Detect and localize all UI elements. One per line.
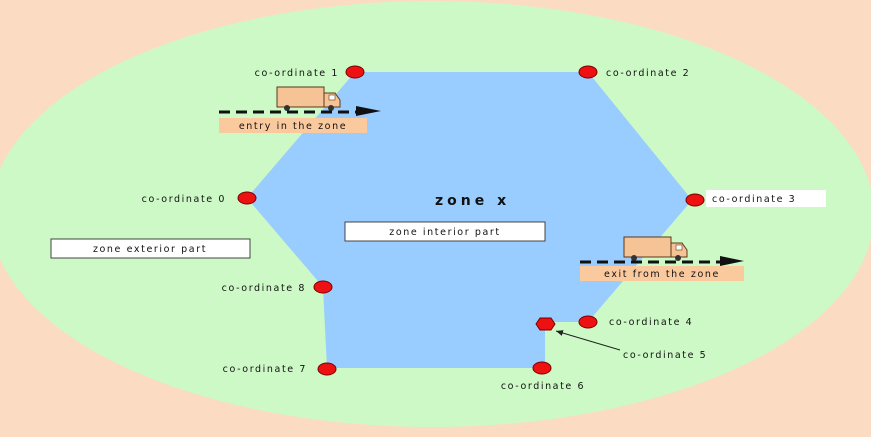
coordinate-marker xyxy=(535,317,556,331)
entry-label: entry in the zone xyxy=(239,121,347,132)
coordinate-label: co-ordinate 1 xyxy=(255,68,339,79)
zone-exterior-label: zone exterior part xyxy=(50,238,251,259)
coordinate-4: co-ordinate 4 xyxy=(578,315,693,329)
arrow-right-icon xyxy=(720,256,744,266)
coordinate-marker xyxy=(532,361,552,375)
coordinate-marker xyxy=(345,65,365,79)
svg-text:zone interior part: zone interior part xyxy=(389,227,500,238)
coordinate-6: co-ordinate 6 xyxy=(501,361,585,392)
pointer-arrow xyxy=(555,330,621,351)
exit-label: exit from the zone xyxy=(604,269,720,280)
coordinate-3: co-ordinate 3 xyxy=(685,190,826,207)
coordinate-label: co-ordinate 6 xyxy=(501,381,585,392)
arrow-right-icon xyxy=(356,106,381,116)
coordinate-2: co-ordinate 2 xyxy=(578,65,690,79)
coordinate-marker xyxy=(685,193,705,207)
coordinate-label: co-ordinate 3 xyxy=(712,194,796,205)
coordinate-label: co-ordinate 4 xyxy=(609,317,693,328)
coordinate-label: co-ordinate 7 xyxy=(223,364,307,375)
coordinate-label: co-ordinate 2 xyxy=(606,68,690,79)
coordinate-marker xyxy=(578,315,598,329)
coordinate-7: co-ordinate 7 xyxy=(223,362,337,376)
zone-interior-area xyxy=(247,72,692,368)
coordinate-marker xyxy=(578,65,598,79)
entry-event: entry in the zone xyxy=(219,86,381,133)
truck-icon xyxy=(276,86,341,111)
coordinate-label: co-ordinate 0 xyxy=(142,194,226,205)
coordinate-1: co-ordinate 1 xyxy=(255,65,365,79)
coordinate-marker xyxy=(317,362,337,376)
coordinate-5: co-ordinate 5 xyxy=(535,317,707,361)
coordinate-marker xyxy=(313,280,333,294)
coordinate-8: co-ordinate 8 xyxy=(222,280,333,294)
zone-title: zone x xyxy=(435,193,510,209)
coordinate-label: co-ordinate 5 xyxy=(623,350,707,361)
coordinate-label: co-ordinate 8 xyxy=(222,283,306,294)
truck-icon xyxy=(623,236,688,261)
coordinate-0: co-ordinate 0 xyxy=(142,191,257,205)
exit-event: exit from the zone xyxy=(580,236,744,281)
coordinate-marker xyxy=(237,191,257,205)
zone-interior-label: zone interior part xyxy=(344,221,546,242)
svg-text:zone exterior part: zone exterior part xyxy=(93,244,207,255)
